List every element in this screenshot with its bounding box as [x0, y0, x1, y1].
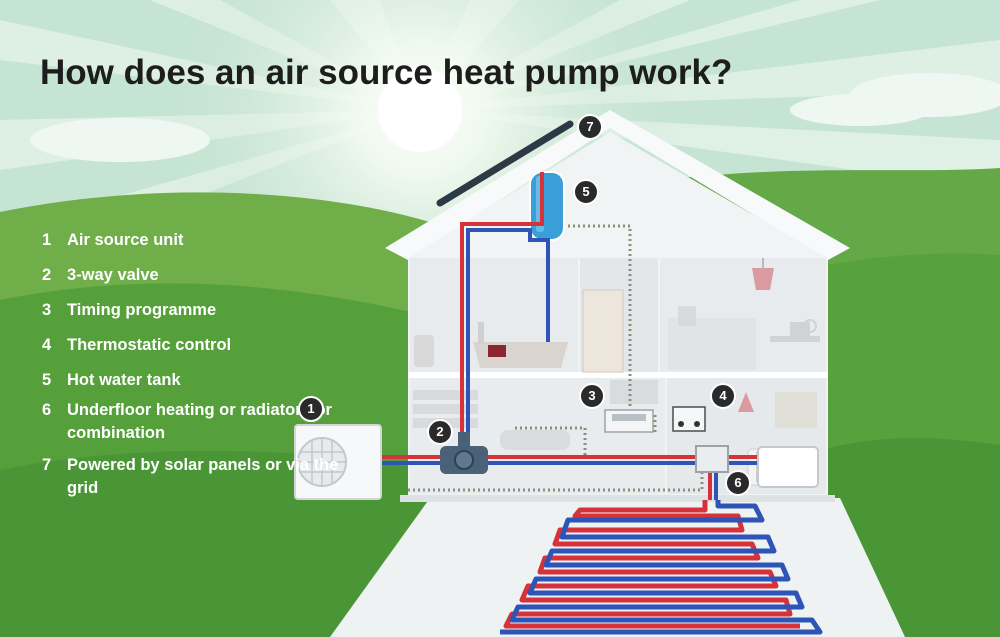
legend-number: 7	[42, 456, 52, 474]
legend-number: 6	[42, 401, 52, 419]
valve-dial	[454, 450, 474, 470]
legend-item: 3 Timing programme	[42, 299, 342, 322]
legend-label: Powered by solar panels or via the grid	[67, 456, 339, 497]
legend-number: 1	[42, 231, 52, 249]
clouds	[30, 73, 1000, 162]
callout-air-source-unit: 1	[298, 396, 324, 422]
manifold	[695, 445, 729, 473]
solar-panel	[436, 120, 574, 207]
unit-fan-grille	[298, 438, 346, 486]
legend-label: Air source unit	[67, 231, 184, 249]
callout-solar-panels: 7	[577, 114, 603, 140]
legend-item: 1 Air source unit	[42, 229, 342, 252]
legend-item: 6 Underfloor heating or radiators or comb…	[42, 399, 342, 445]
sun	[378, 68, 462, 152]
callout-three-way-valve: 2	[427, 419, 453, 445]
callout-hot-water-tank: 5	[573, 179, 599, 205]
legend-label: Hot water tank	[67, 371, 181, 389]
legend-label: 3-way valve	[67, 266, 159, 284]
legend-label: Timing programme	[67, 301, 217, 319]
legend-number: 3	[42, 301, 52, 319]
legend-item: 7 Powered by solar panels or via the grid	[42, 454, 342, 500]
pipes	[380, 172, 760, 500]
page-title: How does an air source heat pump work?	[40, 53, 733, 92]
legend-label: Thermostatic control	[67, 336, 232, 354]
hot-water-tank	[529, 171, 565, 241]
valve-stem	[458, 432, 470, 446]
callout-thermostatic-control: 4	[710, 383, 736, 409]
callout-timing-programme: 3	[579, 383, 605, 409]
legend-label: Underfloor heating or radiators or combi…	[67, 401, 332, 442]
timer-display	[612, 414, 646, 421]
thermostat	[672, 406, 706, 432]
house-floor	[400, 495, 835, 502]
legend-item: 2 3-way valve	[42, 264, 342, 287]
legend-number: 2	[42, 266, 52, 284]
radiator	[757, 446, 819, 488]
legend-item: 4 Thermostatic control	[42, 334, 342, 357]
legend-list: 1 Air source unit 2 3-way valve 3 Timing pr…	[42, 229, 342, 500]
legend-number: 4	[42, 336, 52, 354]
underfloor-heating	[500, 500, 823, 635]
callout-underfloor-heating: 6	[725, 470, 751, 496]
legend-item: 5 Hot water tank	[42, 369, 342, 392]
legend-number: 5	[42, 371, 52, 389]
